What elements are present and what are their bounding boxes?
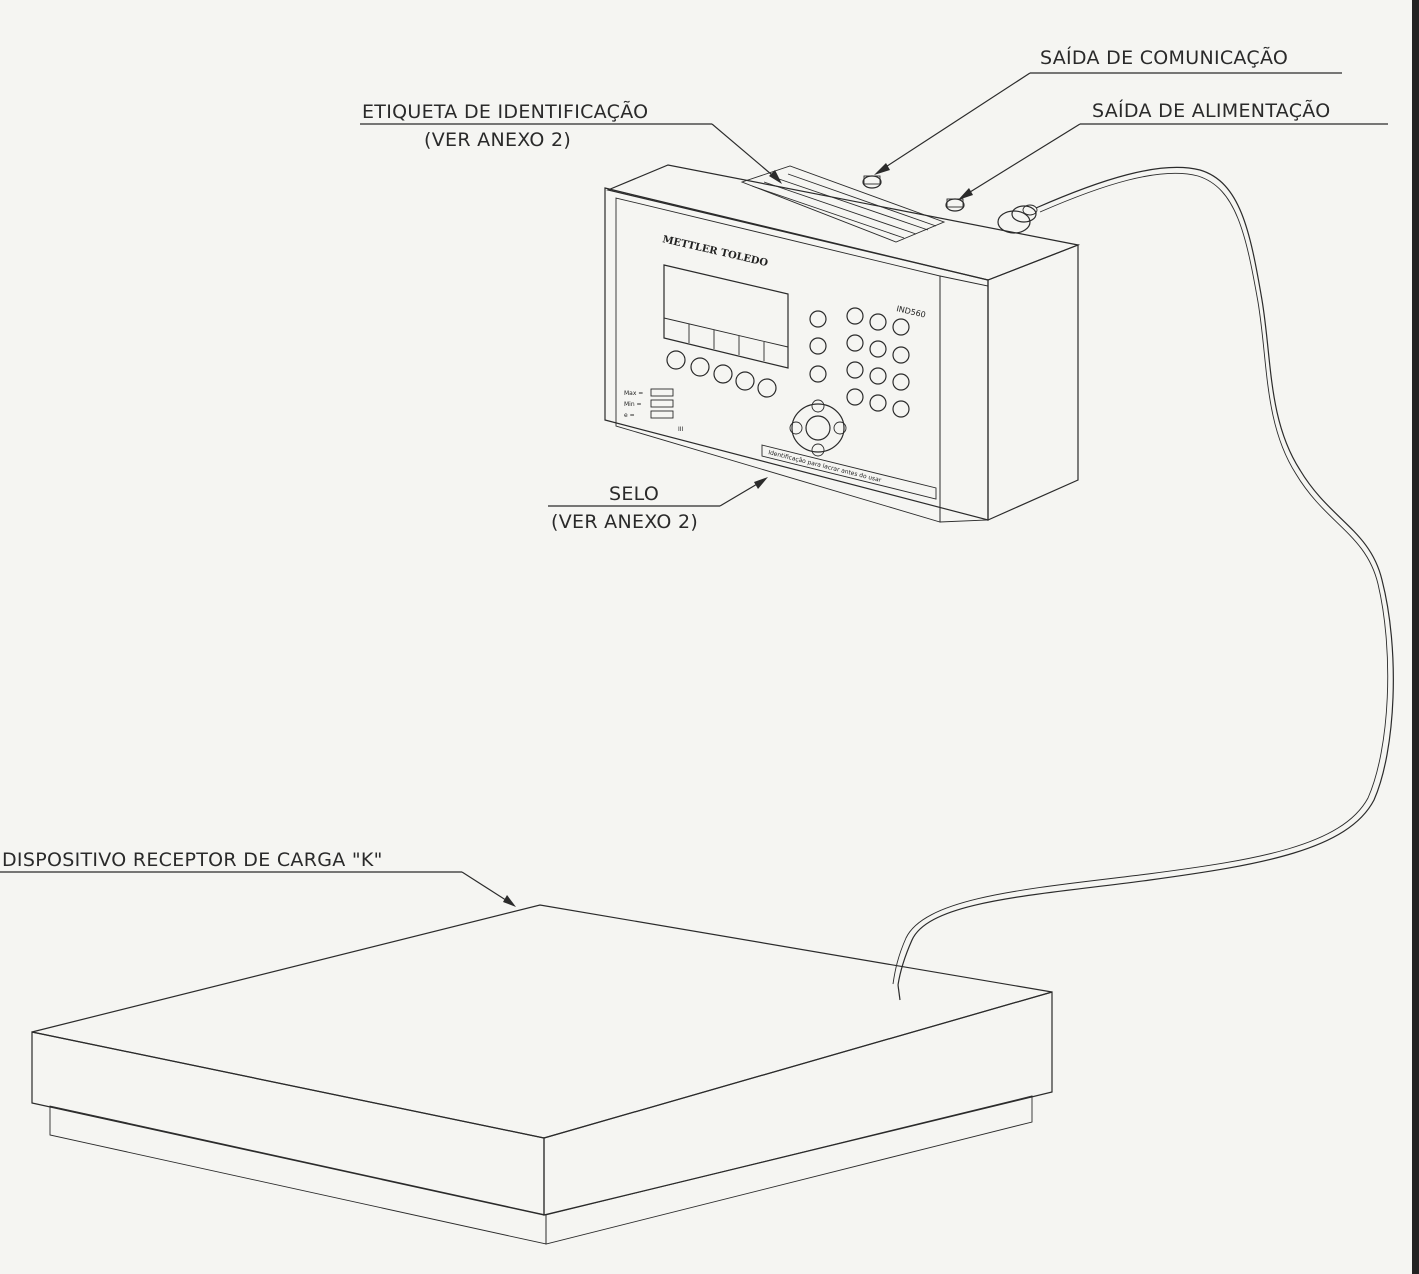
arrowhead-receptor — [503, 895, 516, 907]
plate-line — [787, 173, 937, 227]
nav-pad-ring — [791, 403, 845, 453]
function-key-3[interactable] — [809, 365, 827, 383]
label-seal-annex: (VER ANEXO 2) — [551, 511, 698, 533]
cable-entry — [897, 984, 901, 1001]
weight-display — [663, 264, 789, 369]
softkey-4[interactable] — [735, 371, 755, 391]
load-receptor-platform — [31, 904, 1053, 1245]
keypad-key[interactable] — [846, 307, 864, 325]
keypad-key[interactable] — [869, 394, 887, 412]
cable-gland — [997, 204, 1038, 234]
label-load-receptor: DISPOSITIVO RECEPTOR DE CARGA "K" — [2, 849, 383, 871]
metrology-labels: Max = Min = e = III — [624, 388, 684, 433]
scale-cable-shadow — [892, 172, 1389, 985]
terminal-front-bezel — [615, 197, 941, 523]
function-keys — [809, 310, 827, 383]
platform-base-right — [545, 1095, 1033, 1245]
label-power-output: SAÍDA DE ALIMENTAÇÃO — [1092, 99, 1331, 122]
leader-id-arrow — [711, 123, 779, 181]
min-label: Min = — [624, 401, 642, 408]
nav-left-key[interactable] — [789, 421, 803, 435]
leader-communication-arrow — [877, 72, 1031, 173]
keypad-key[interactable] — [869, 340, 887, 358]
seal-strip — [761, 444, 937, 500]
keypad-key[interactable] — [846, 388, 864, 406]
plate-line — [763, 181, 917, 235]
identification-plate — [740, 165, 946, 243]
keypad-key[interactable] — [846, 334, 864, 352]
e-label: e = — [624, 412, 635, 419]
arrowhead-seal — [754, 477, 768, 489]
terminal-side-face — [987, 244, 1079, 521]
platform-top — [31, 904, 1053, 1139]
softkeys — [666, 350, 777, 398]
communication-connector — [862, 175, 882, 189]
weighing-terminal: METTLER TOLEDO IND560 — [604, 164, 1081, 523]
enter-key[interactable] — [805, 415, 831, 441]
nav-down-key[interactable] — [811, 443, 825, 457]
max-box — [650, 388, 674, 397]
terminal-front-rim — [939, 275, 989, 523]
arrowhead-power — [958, 188, 973, 200]
scale-cable — [897, 166, 1394, 986]
keypad-key[interactable] — [846, 361, 864, 379]
platform-base-left — [49, 1105, 547, 1245]
accuracy-class: III — [678, 426, 684, 433]
softkey-1[interactable] — [666, 350, 686, 370]
softkey-5[interactable] — [757, 378, 777, 398]
keypad-key[interactable] — [892, 346, 910, 364]
e-box — [650, 410, 674, 419]
function-key-1[interactable] — [809, 310, 827, 328]
plate-line — [775, 177, 929, 231]
label-id-tag-annex: (VER ANEXO 2) — [424, 129, 571, 151]
keypad-key[interactable] — [869, 367, 887, 385]
keypad-key[interactable] — [892, 400, 910, 418]
keypad-key[interactable] — [892, 318, 910, 336]
model-name: IND560 — [896, 304, 927, 319]
arrowhead-communication — [874, 163, 890, 175]
numeric-keypad — [846, 307, 910, 418]
function-key-2[interactable] — [809, 337, 827, 355]
navigation-pad — [789, 399, 847, 457]
max-label: Max = — [624, 390, 643, 397]
plate-line — [751, 185, 905, 239]
arrowhead-id — [769, 170, 782, 184]
display-softkey-line — [663, 317, 789, 348]
softkey-2[interactable] — [690, 357, 710, 377]
power-connector — [945, 198, 965, 212]
scan-edge — [1412, 0, 1419, 1274]
min-box — [650, 399, 674, 408]
softkey-3[interactable] — [713, 364, 733, 384]
terminal-top-face — [606, 164, 1081, 281]
nav-right-key[interactable] — [833, 421, 847, 435]
label-seal: SELO — [609, 483, 659, 505]
brand-name: METTLER TOLEDO — [661, 234, 769, 269]
nav-up-key[interactable] — [811, 399, 825, 413]
keypad-key[interactable] — [892, 373, 910, 391]
label-id-tag: ETIQUETA DE IDENTIFICAÇÃO — [362, 100, 648, 123]
leader-power-arrow — [961, 123, 1081, 198]
label-communication-output: SAÍDA DE COMUNICAÇÃO — [1040, 46, 1288, 69]
platform-front-right — [543, 991, 1053, 1216]
keypad-key[interactable] — [869, 313, 887, 331]
leader-receptor-arrow — [461, 871, 513, 905]
